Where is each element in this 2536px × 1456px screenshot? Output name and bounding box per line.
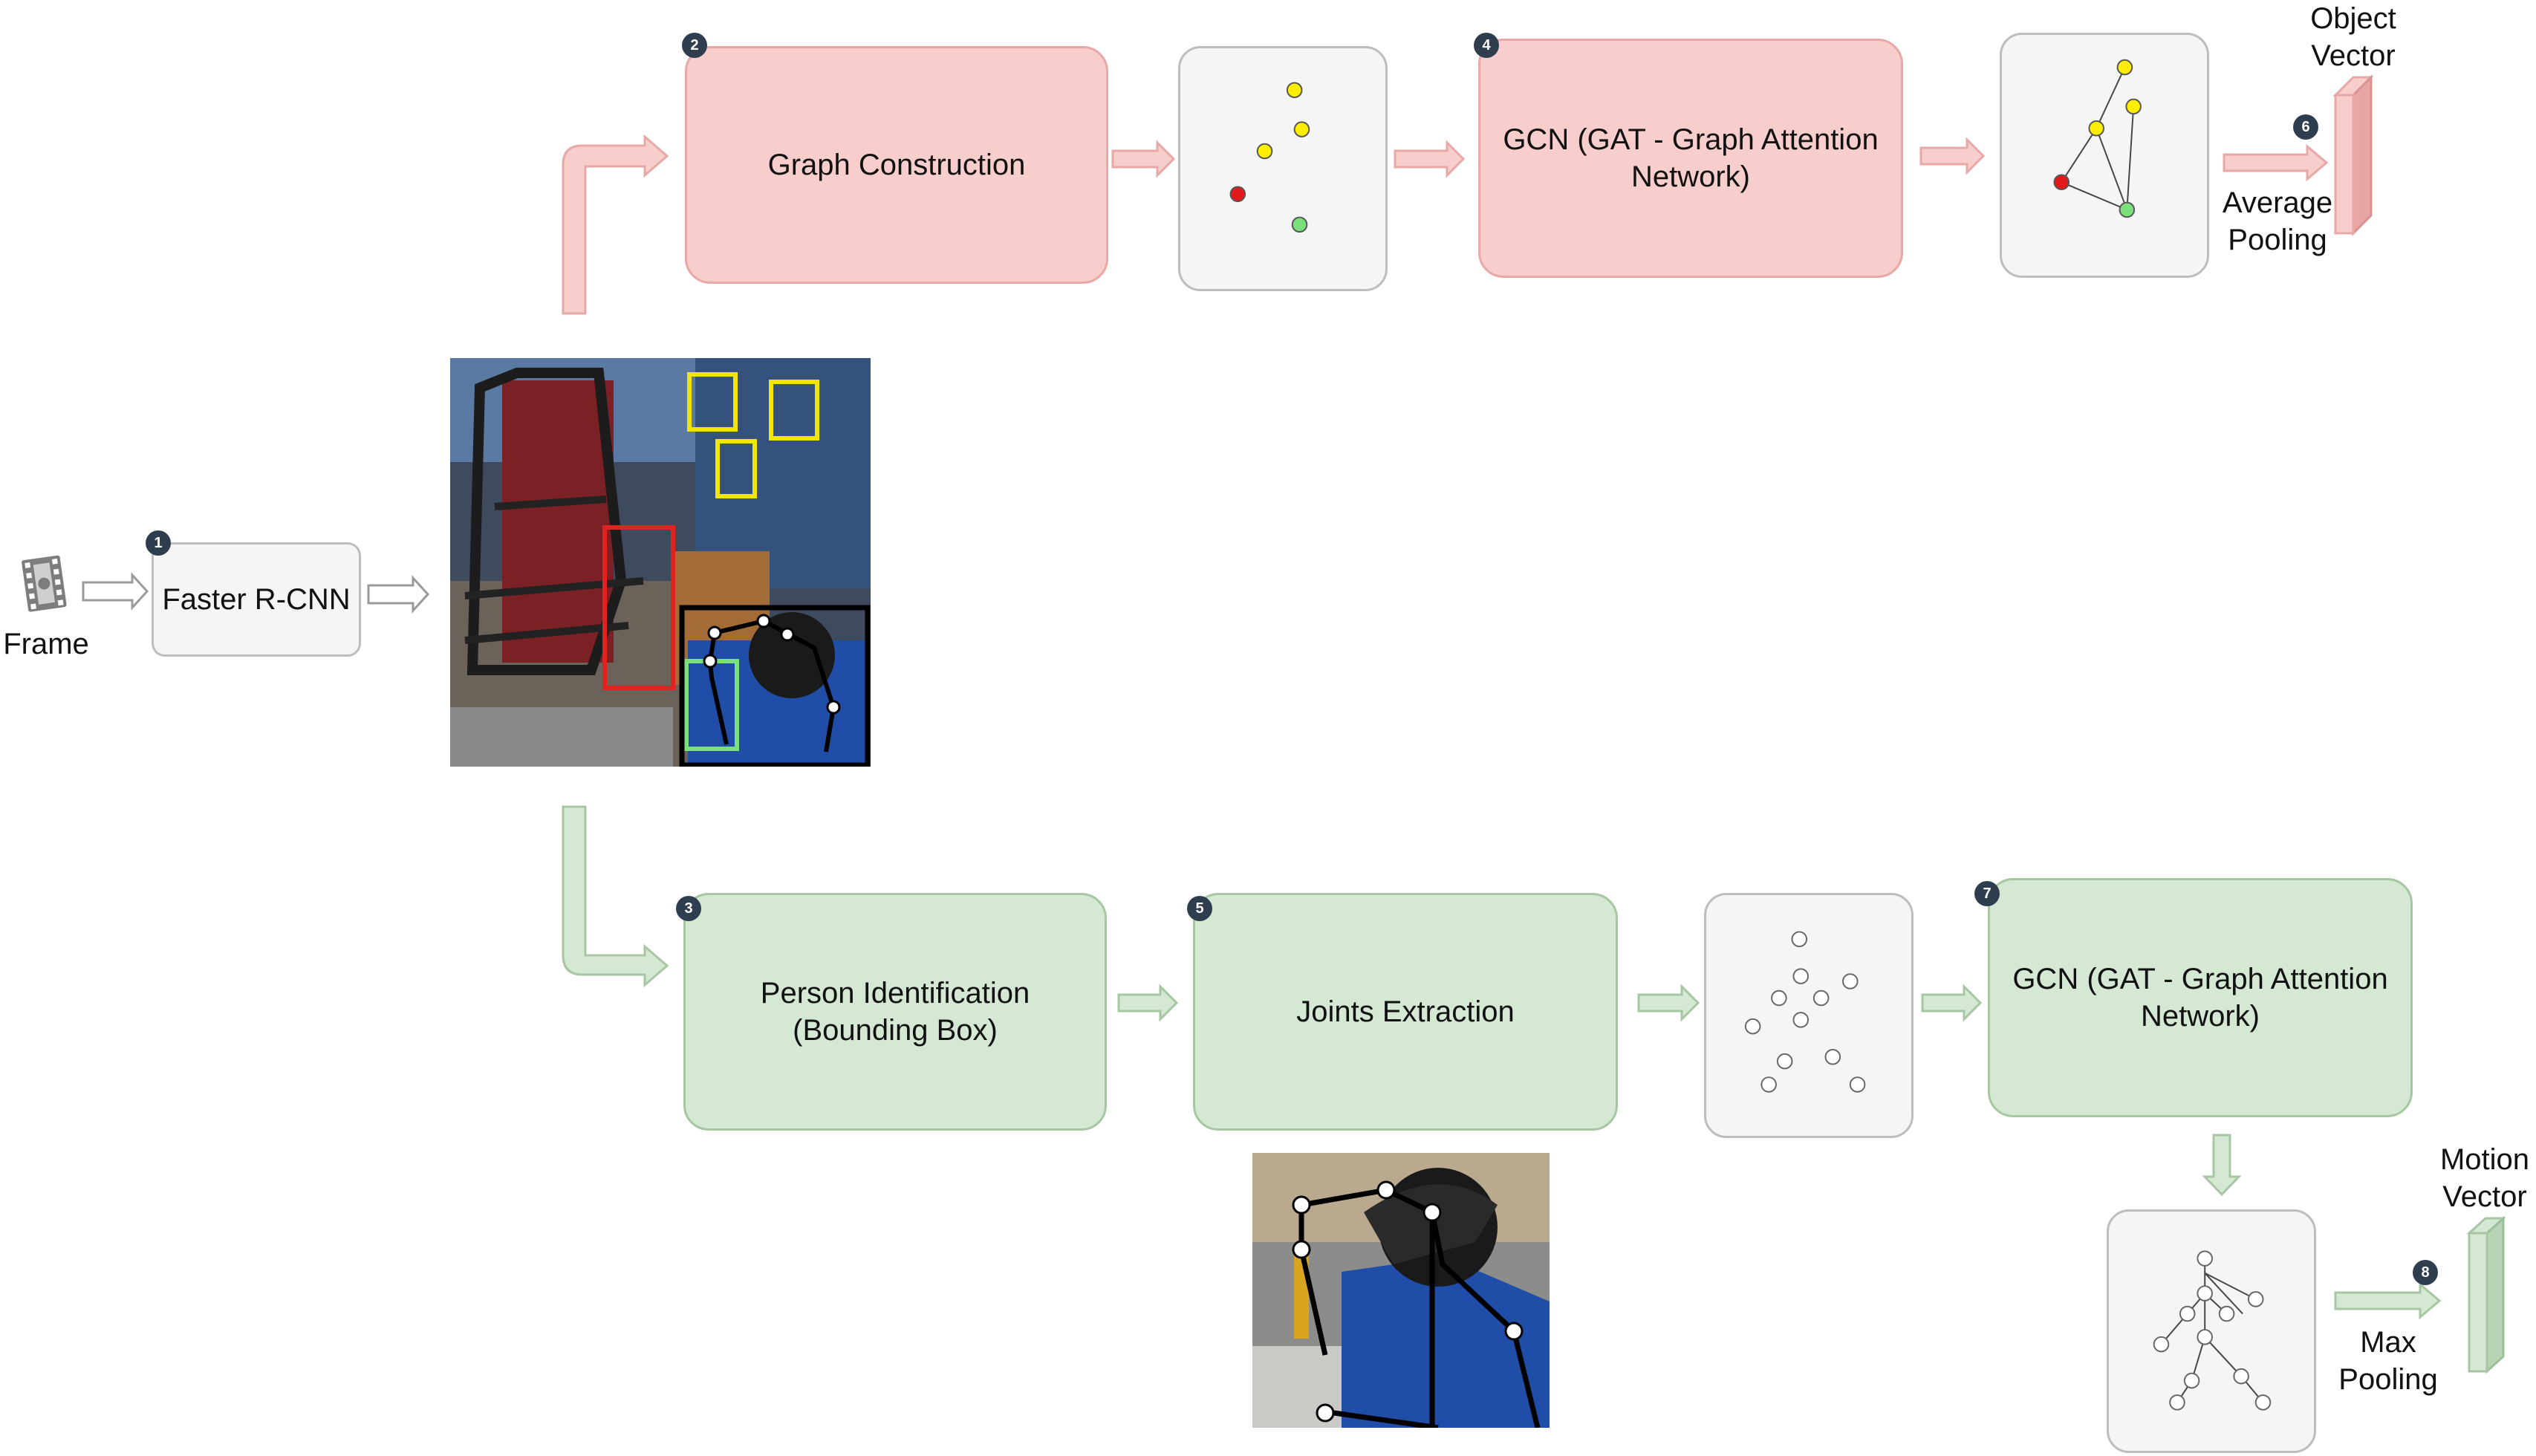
faster-rcnn-box: Faster R-CNN: [152, 542, 361, 657]
motion-joint-node: [2218, 1305, 2235, 1322]
detection-scene-image: [450, 358, 871, 767]
graph-construction-label: Graph Construction: [767, 149, 1026, 181]
joints-extraction-label: Joints Extraction: [1296, 995, 1515, 1028]
motion-skeleton-graph: [2153, 1250, 2272, 1411]
motion-joint-node: [2254, 1394, 2272, 1411]
person-identification-box: Person Identification (Bounding Box): [683, 893, 1107, 1131]
object-vector-shape: [2332, 74, 2374, 236]
object-node-red: [1229, 186, 1246, 203]
object-node-green: [1291, 216, 1308, 233]
arrow-graph-construction-to-nodes: [1111, 140, 1176, 178]
step-badge-7: 7: [1974, 881, 2000, 906]
motion-joint-node: [2233, 1368, 2249, 1385]
average-pooling-label: Average Pooling: [2222, 186, 2333, 256]
object-nodes-graph: [1229, 82, 1310, 233]
joint-nodes-graph: [1744, 931, 1866, 1093]
frame-label: Frame: [3, 628, 89, 660]
joint-node: [1792, 1012, 1809, 1028]
motion-joint-node: [2197, 1285, 2213, 1301]
object-vector-label: Object Vector: [2310, 2, 2396, 72]
joint-node: [1771, 989, 1787, 1007]
joint-node: [1791, 931, 1808, 947]
object-node-red: [2053, 174, 2070, 190]
joint-node: [1744, 1018, 1761, 1035]
joint-node: [1824, 1049, 1841, 1065]
graph-construction-box: Graph Construction: [685, 46, 1108, 284]
joints-crop-image: [1252, 1153, 1550, 1428]
object-node-yellow: [1293, 121, 1310, 137]
joint-nodes-panel: [1704, 893, 1914, 1138]
joint-node: [1849, 1076, 1866, 1093]
motion-joint-node: [2197, 1250, 2213, 1267]
arrow-joints-to-nodes: [1637, 984, 1700, 1022]
joint-node: [1842, 973, 1859, 989]
joint-node: [1776, 1053, 1793, 1070]
motion-vector-label: Motion Vector: [2439, 1143, 2530, 1213]
arrow-average-pooling: [2223, 143, 2329, 182]
faster-rcnn-label: Faster R-CNN: [162, 583, 351, 616]
arrow-nodes-to-gcn-motion: [1921, 984, 1983, 1022]
object-nodes-panel: [1178, 46, 1388, 291]
frame-input: Frame: [0, 550, 92, 661]
joint-node: [1792, 968, 1809, 984]
arrow-image-to-graph-construction: [562, 134, 669, 315]
motion-vector-shape: [2466, 1215, 2506, 1374]
arrow-person-to-joints: [1117, 984, 1179, 1022]
arrow-max-pooling: [2334, 1281, 2442, 1320]
arrow-frame-to-rcnn: [82, 572, 149, 611]
joint-node: [1760, 1076, 1777, 1093]
arrow-nodes-to-gcn: [1394, 140, 1466, 178]
object-node-green: [2119, 201, 2136, 218]
arrow-gcn-to-graph: [1919, 137, 1986, 175]
person-box: [679, 605, 871, 767]
step-badge-1: 1: [146, 530, 171, 556]
step-badge-2: 2: [682, 33, 707, 58]
object-box-yellow: [769, 380, 819, 441]
step-badge-4: 4: [1474, 33, 1499, 58]
gcn-object-label: GCN (GAT - Graph Attention Network): [1503, 123, 1879, 193]
motion-joint-node: [2169, 1394, 2185, 1411]
step-badge-6: 6: [2293, 114, 2318, 140]
motion-joint-node: [2153, 1336, 2170, 1353]
object-node-yellow: [2088, 120, 2104, 137]
motion-graph-panel: [2107, 1209, 2316, 1453]
motion-joint-node: [2197, 1329, 2213, 1345]
step-badge-5: 5: [1187, 896, 1212, 921]
motion-joint-node: [2179, 1305, 2196, 1322]
object-node-yellow: [2116, 59, 2133, 76]
joint-node: [1812, 989, 1830, 1007]
object-box-yellow: [715, 439, 757, 498]
gcn-motion-label: GCN (GAT - Graph Attention Network): [2012, 963, 2388, 1033]
object-graph-panel: [2000, 33, 2209, 278]
gcn-motion-box: GCN (GAT - Graph Attention Network): [1988, 878, 2413, 1117]
film-icon: [22, 555, 67, 612]
object-node-yellow: [1256, 143, 1273, 160]
arrow-gcn-motion-down: [2202, 1134, 2242, 1197]
object-node-yellow: [2125, 98, 2142, 115]
gcn-object-box: GCN (GAT - Graph Attention Network): [1478, 39, 1903, 278]
object-box-red: [602, 525, 675, 690]
max-pooling-label: Max Pooling: [2338, 1326, 2438, 1396]
step-badge-8: 8: [2413, 1260, 2438, 1285]
motion-joint-node: [2183, 1372, 2200, 1389]
person-identification-label: Person Identification (Bounding Box): [760, 977, 1030, 1047]
arrow-rcnn-to-image: [367, 575, 430, 614]
joints-extraction-box: Joints Extraction: [1193, 893, 1618, 1131]
object-attention-graph: [2053, 59, 2142, 218]
step-badge-3: 3: [676, 896, 701, 921]
object-node-yellow: [1286, 82, 1303, 99]
arrow-image-to-person-identification: [562, 805, 669, 988]
motion-joint-node: [2247, 1291, 2264, 1307]
object-box-yellow: [687, 372, 738, 432]
